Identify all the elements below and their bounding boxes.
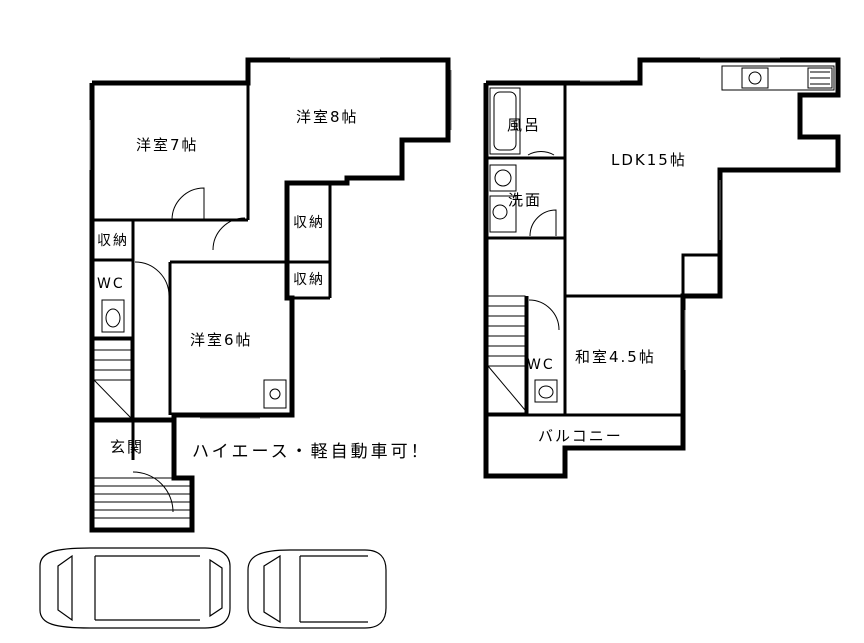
room-label-balcony: バルコニー bbox=[538, 427, 623, 445]
entrance-wall bbox=[89, 420, 195, 533]
room-label-wc-2f: WC bbox=[527, 357, 555, 373]
kei-car-icon bbox=[247, 549, 387, 629]
column-box bbox=[681, 253, 722, 298]
floor-1: 洋室7帖 洋室8帖 洋室6帖 収納 収納 収納 WC 玄関 bbox=[89, 57, 452, 533]
bathtub-icon bbox=[489, 87, 521, 155]
room-label-wc-1f: WC bbox=[97, 276, 125, 292]
room-label-entrance: 玄関 bbox=[110, 438, 144, 456]
floor-2: 風呂 洗面 LDK15帖 和室4.5帖 WC バルコニー bbox=[483, 57, 841, 479]
sink-icon bbox=[263, 379, 287, 409]
room-label-washroom: 洗面 bbox=[508, 191, 542, 209]
entrance-steps bbox=[93, 477, 191, 529]
door-hall bbox=[212, 217, 246, 251]
door-wc-2f bbox=[528, 299, 560, 331]
toilet-icon bbox=[534, 379, 558, 403]
room-label-japanese: 和室4.5帖 bbox=[575, 348, 656, 366]
room-label-western-6: 洋室6帖 bbox=[190, 331, 253, 349]
room-label-western-8: 洋室8帖 bbox=[296, 108, 359, 126]
stairs-floor2 bbox=[487, 295, 526, 414]
room-label-bath: 風呂 bbox=[507, 116, 541, 134]
stairs-floor1 bbox=[93, 339, 132, 419]
floor2-outer-wall bbox=[483, 57, 841, 479]
washbasin-icon bbox=[489, 164, 517, 233]
room-label-storage-c: 収納 bbox=[293, 272, 325, 288]
floor1-outer-wall bbox=[89, 57, 451, 423]
room-label-storage-a: 収納 bbox=[97, 233, 129, 249]
van-icon bbox=[39, 547, 231, 629]
door-western6 bbox=[134, 261, 170, 297]
kitchen-icon bbox=[721, 65, 835, 91]
door-bath bbox=[527, 151, 555, 156]
room-label-ldk: LDK15帖 bbox=[611, 151, 687, 169]
room-label-storage-b: 収納 bbox=[293, 215, 325, 231]
door-entrance bbox=[132, 471, 174, 513]
door-washroom bbox=[529, 209, 557, 237]
room-label-western-7: 洋室7帖 bbox=[136, 136, 199, 154]
toilet-icon bbox=[101, 299, 125, 333]
parking-note: ハイエース・軽自動車可！ bbox=[192, 442, 431, 462]
door-western7 bbox=[171, 187, 205, 221]
